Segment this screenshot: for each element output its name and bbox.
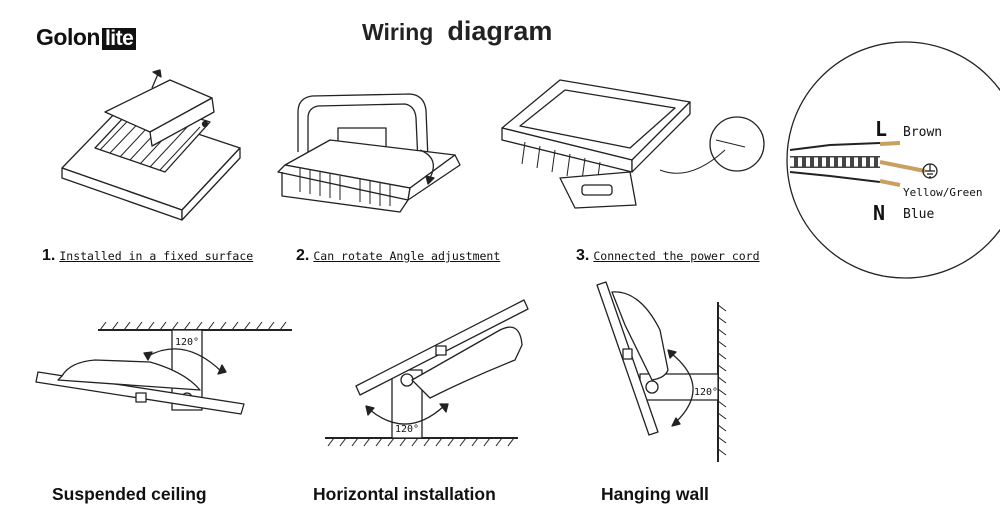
mount-horizontal (325, 299, 529, 447)
wiring-detail (786, 41, 1000, 279)
neutral-letter: N (873, 201, 885, 225)
logo-badge: lite (101, 28, 137, 50)
wiring-labels: L Brown Yellow/Green N Blue (873, 117, 982, 225)
earth-color-label: Yellow/Green (903, 186, 982, 199)
step-2: 2.Can rotate Angle adjustment (296, 247, 500, 265)
mount-suspended-ceiling (35, 321, 292, 415)
title-word-wiring: Wiring (362, 19, 434, 45)
neutral-color-label: Blue (903, 207, 934, 222)
title-word-diagram: diagram (447, 16, 553, 46)
caption-horizontal-installation: Horizontal installation (313, 484, 496, 504)
fixture-power-cord (501, 79, 765, 209)
logo-text: Golon (36, 24, 100, 50)
caption-suspended-ceiling: Suspended ceiling (52, 484, 207, 504)
step-3: 3.Connected the power cord (576, 247, 760, 265)
fixture-rotate-angle (277, 93, 461, 213)
step-3-text: Connected the power cord (593, 249, 760, 263)
live-color-label: Brown (903, 125, 942, 140)
angle-horizontal-label: 120° (395, 424, 419, 435)
angle-wall-label: 120° (694, 387, 718, 398)
fixture-fixed-surface (61, 69, 241, 221)
step-2-number: 2. (296, 247, 310, 264)
step-2-text: Can rotate Angle adjustment (313, 249, 501, 263)
page-title: Wiring diagram (362, 16, 552, 47)
step-1-number: 1. (42, 247, 56, 264)
caption-hanging-wall: Hanging wall (601, 484, 709, 504)
step-1: 1.Installed in a fixed surface (42, 247, 253, 265)
step-1-text: Installed in a fixed surface (59, 249, 254, 263)
step-3-number: 3. (576, 247, 590, 264)
live-letter: L (875, 117, 887, 141)
angle-ceiling-label: 120° (175, 337, 199, 348)
mount-hanging-wall (596, 281, 727, 462)
angle-labels: 120° 120° 120° (175, 337, 718, 435)
